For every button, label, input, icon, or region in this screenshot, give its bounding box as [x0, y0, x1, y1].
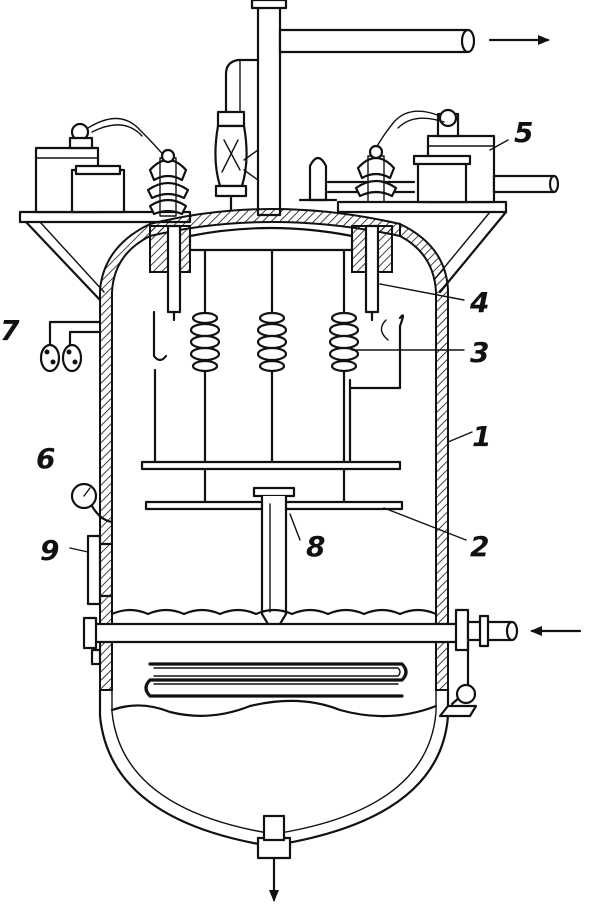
insulator-right	[328, 311, 360, 373]
callout-2: 2	[470, 530, 489, 563]
callout-7: 7	[0, 314, 20, 347]
callout-3: 3	[470, 336, 489, 369]
leader-lines	[69, 139, 509, 553]
callout-9: 9	[40, 534, 59, 567]
callout-8: 8	[306, 530, 325, 563]
vessel-shell	[98, 208, 450, 902]
callout-4: 4	[469, 286, 489, 319]
callout-6: 6	[36, 442, 55, 475]
left-platform	[18, 117, 192, 302]
sight-glass	[214, 58, 260, 212]
hooks	[152, 310, 405, 464]
insulator-middle	[256, 311, 288, 373]
dust-hoppers	[39, 320, 102, 373]
left-bushing	[146, 148, 190, 217]
gas-inlet	[82, 608, 582, 718]
level-gauge	[86, 534, 114, 606]
callout-1: 1	[472, 420, 491, 453]
callout-5: 5	[514, 116, 533, 149]
callout-labels: 1 2 3 4 5 6 7 8 9	[0, 116, 533, 567]
insulator-stacks	[189, 248, 360, 506]
insulator-left	[189, 311, 221, 373]
heaters	[166, 224, 380, 322]
outlet-pipe	[250, 0, 550, 217]
heating-coil	[90, 648, 408, 698]
right-bushing	[354, 144, 398, 203]
pressure-gauge	[70, 482, 114, 524]
